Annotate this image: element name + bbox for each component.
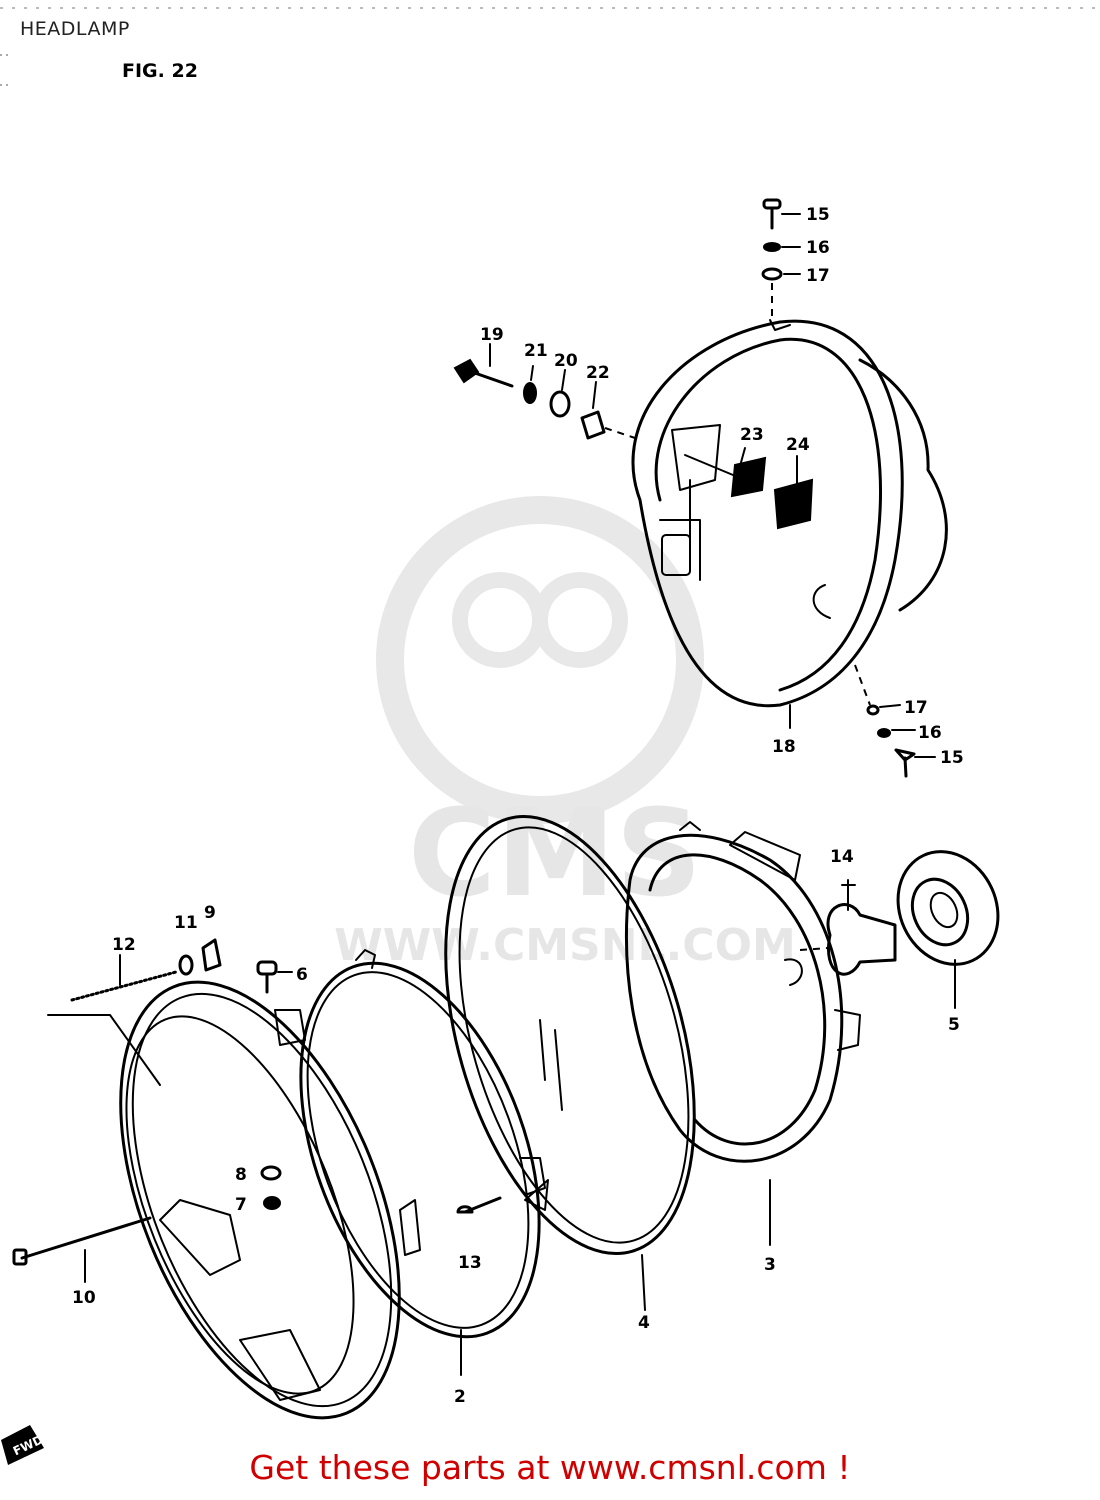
page-title: HEADLAMP xyxy=(20,18,130,40)
callout-6: 6 xyxy=(296,965,308,985)
callout-22: 22 xyxy=(586,363,610,383)
part-5-bulb-socket xyxy=(896,850,1000,1009)
small-parts-left xyxy=(12,938,502,1283)
callout-12: 12 xyxy=(112,935,136,955)
callout-15-lower: 15 xyxy=(940,748,964,768)
callout-5: 5 xyxy=(948,1015,960,1035)
callout-16-lower: 16 xyxy=(918,723,942,743)
part-3-lamp-housing xyxy=(625,821,861,1246)
front-rim xyxy=(119,980,401,1420)
part-14-bulb xyxy=(799,879,897,976)
fasteners-15-16-17-bottom xyxy=(789,664,936,778)
callout-10: 10 xyxy=(72,1288,96,1308)
callout-17-lower: 17 xyxy=(904,698,928,718)
part-2-mounting-ring xyxy=(299,949,546,1376)
callout-18: 18 xyxy=(772,737,796,757)
callout-2: 2 xyxy=(454,1387,466,1407)
callout-16: 16 xyxy=(806,238,830,258)
watermark-brand: CMS xyxy=(408,785,702,924)
callout-13: 13 xyxy=(458,1253,482,1273)
callout-19: 19 xyxy=(480,325,504,345)
callout-20: 20 xyxy=(554,351,578,371)
callout-17: 17 xyxy=(806,266,830,286)
callout-8: 8 xyxy=(235,1165,247,1185)
callout-7: 7 xyxy=(235,1195,247,1215)
callout-9: 9 xyxy=(204,903,216,923)
callout-24: 24 xyxy=(786,435,810,455)
part-4-lens xyxy=(444,815,696,1311)
watermark-url: WWW.CMSNL.COM xyxy=(334,920,796,971)
mount-bolt-set-19-22 xyxy=(453,343,798,486)
fasteners-15-16-17-top xyxy=(761,198,801,318)
cms-watermark: CMS WWW.CMSNL.COM xyxy=(334,496,796,971)
callout-14: 14 xyxy=(830,847,854,867)
callout-3: 3 xyxy=(764,1255,776,1275)
callout-21: 21 xyxy=(524,341,548,361)
footer-parts-link[interactable]: Get these parts at www.cmsnl.com ! xyxy=(249,1448,851,1487)
callout-15: 15 xyxy=(806,205,830,225)
callout-23: 23 xyxy=(740,425,764,445)
callout-11: 11 xyxy=(174,913,198,933)
callout-4: 4 xyxy=(638,1313,650,1333)
scan-noise xyxy=(0,7,1100,86)
figure-label: FIG. 22 xyxy=(122,60,198,82)
forward-direction-badge: FWD xyxy=(1,1425,45,1465)
part-18-housing xyxy=(631,319,948,708)
